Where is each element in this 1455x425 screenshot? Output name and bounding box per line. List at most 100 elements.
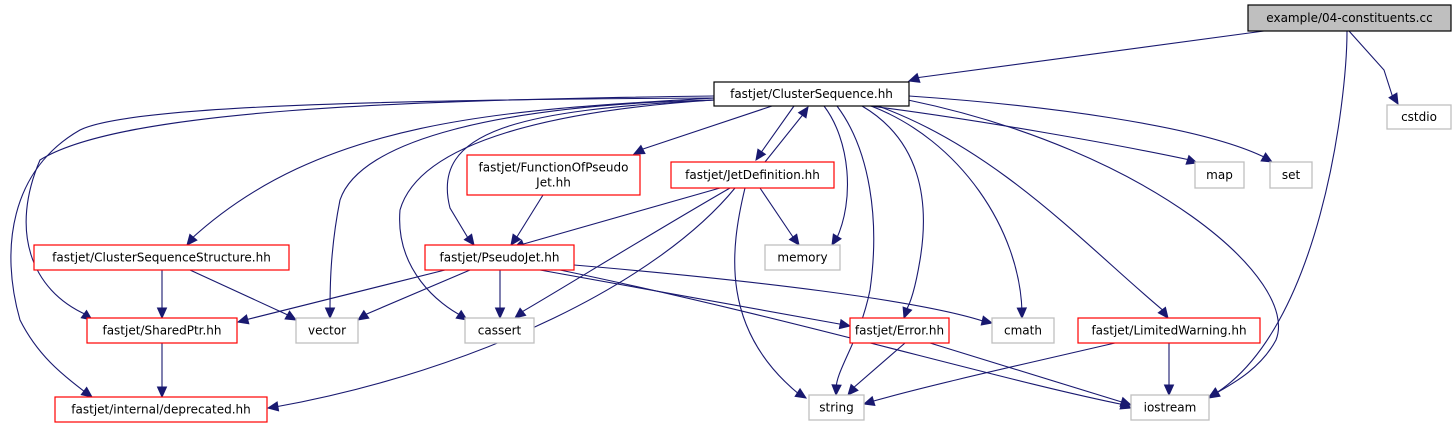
edge-cs-to-cassert bbox=[399, 99, 715, 321]
node-label: fastjet/internal/deprecated.hh bbox=[71, 403, 250, 417]
node-map: map bbox=[1194, 161, 1245, 189]
node-box bbox=[764, 244, 841, 271]
node-jd[interactable]: fastjet/JetDefinition.hh bbox=[670, 161, 835, 189]
edge-line bbox=[759, 187, 796, 241]
arrowhead-icon bbox=[788, 233, 800, 246]
arrowhead-icon bbox=[284, 310, 298, 321]
edge-lw-to-iostream bbox=[1163, 343, 1175, 397]
arrowhead-icon bbox=[324, 307, 336, 320]
node-set: set bbox=[1269, 161, 1313, 189]
edge-line bbox=[764, 111, 806, 163]
edge-css-to-sp bbox=[156, 270, 168, 320]
arrowhead-icon bbox=[186, 233, 198, 246]
edge-cs-to-lw bbox=[877, 105, 1169, 319]
arrowhead-icon bbox=[463, 233, 475, 246]
edge-line bbox=[519, 187, 721, 246]
node-box bbox=[1194, 161, 1245, 189]
edge-cs-to-map bbox=[869, 105, 1199, 165]
edge-root-to-cstdio bbox=[1348, 30, 1399, 106]
edge-cs-to-cmath bbox=[870, 105, 1028, 320]
edge-line bbox=[835, 105, 875, 390]
arrowhead-icon bbox=[1119, 396, 1133, 407]
node-iostream: iostream bbox=[1130, 394, 1210, 421]
node-vector: vector bbox=[295, 317, 359, 344]
edge-cs-to-memory bbox=[823, 105, 848, 247]
node-cassert: cassert bbox=[464, 317, 535, 344]
arrowhead-icon bbox=[156, 307, 168, 320]
arrowhead-icon bbox=[266, 401, 280, 412]
edge-cs-to-iostream bbox=[907, 99, 1279, 399]
node-lw[interactable]: fastjet/LimitedWarning.hh bbox=[1077, 317, 1261, 344]
edge-line bbox=[929, 342, 1126, 404]
edge-line bbox=[539, 269, 846, 326]
edge-line bbox=[25, 95, 715, 316]
edge-sp-to-dep bbox=[156, 343, 168, 399]
edge-cs-to-vector bbox=[324, 99, 715, 320]
node-box bbox=[1386, 104, 1452, 130]
edge-css-to-vector bbox=[189, 269, 298, 321]
edge-line bbox=[10, 97, 715, 393]
node-label: fastjet/ClusterSequenceStructure.hh bbox=[52, 251, 271, 265]
edge-line bbox=[907, 99, 1279, 396]
node-pj[interactable]: fastjet/PseudoJet.hh bbox=[424, 244, 575, 271]
edge-line bbox=[1348, 30, 1394, 99]
arrowhead-icon bbox=[156, 386, 168, 399]
edge-line bbox=[823, 105, 848, 241]
edge-line bbox=[734, 187, 801, 396]
edge-cs-to-css bbox=[186, 97, 715, 246]
edge-cs-to-err bbox=[861, 105, 924, 320]
edge-line bbox=[869, 105, 1191, 161]
node-label: vector bbox=[308, 324, 346, 338]
edge-line bbox=[399, 99, 715, 317]
node-box bbox=[424, 244, 575, 271]
node-cs[interactable]: fastjet/ClusterSequence.hh bbox=[713, 81, 910, 107]
arrowhead-icon bbox=[1157, 306, 1169, 319]
node-css[interactable]: fastjet/ClusterSequenceStructure.hh bbox=[33, 244, 290, 271]
node-label: fastjet/PseudoJet.hh bbox=[440, 251, 560, 265]
node-box bbox=[54, 396, 268, 423]
node-sp[interactable]: fastjet/SharedPtr.hh bbox=[86, 317, 238, 344]
edge-line bbox=[329, 99, 715, 313]
arrowhead-icon bbox=[514, 307, 527, 319]
node-box bbox=[713, 81, 910, 107]
node-label: map bbox=[1206, 168, 1233, 182]
edge-line bbox=[274, 187, 736, 408]
edge-pj-to-err bbox=[539, 269, 852, 330]
arrowhead-icon bbox=[831, 233, 842, 247]
node-box bbox=[295, 317, 359, 344]
nodes-layer: example/04-constituents.cc fastjet/Cluste… bbox=[33, 4, 1452, 423]
node-box bbox=[849, 317, 950, 344]
arrowhead-icon bbox=[455, 309, 469, 321]
node-label: cmath bbox=[1004, 324, 1042, 338]
node-label: example/04-constituents.cc bbox=[1266, 11, 1432, 25]
edge-cs-to-jd bbox=[755, 105, 795, 162]
edge-lw-to-string bbox=[862, 342, 1116, 406]
arrowhead-icon bbox=[80, 386, 93, 398]
node-string: string bbox=[808, 394, 865, 421]
edge-cs-to-sp bbox=[25, 95, 715, 321]
edge-cs-to-pj bbox=[446, 99, 715, 246]
arrowhead-icon bbox=[838, 318, 852, 330]
edge-line bbox=[559, 269, 1126, 406]
arrowhead-icon bbox=[794, 387, 808, 399]
arrowhead-icon bbox=[1388, 92, 1399, 106]
edge-pj-to-vector bbox=[356, 269, 471, 321]
node-box bbox=[33, 244, 290, 271]
node-box bbox=[670, 161, 835, 189]
arrowhead-icon bbox=[1163, 384, 1175, 397]
edge-cs-to-string bbox=[831, 105, 875, 397]
node-dep[interactable]: fastjet/internal/deprecated.hh bbox=[54, 396, 268, 423]
arrowhead-icon bbox=[862, 395, 876, 406]
node-root[interactable]: example/04-constituents.cc bbox=[1247, 4, 1452, 32]
edge-line bbox=[189, 97, 715, 241]
node-box bbox=[1247, 4, 1452, 32]
edge-cs-to-set bbox=[908, 95, 1274, 163]
node-err[interactable]: fastjet/Error.hh bbox=[849, 317, 950, 344]
node-label: fastjet/SharedPtr.hh bbox=[102, 324, 221, 338]
edge-line bbox=[514, 194, 544, 241]
arrowhead-icon bbox=[494, 307, 506, 320]
edge-line bbox=[851, 342, 906, 390]
arrowhead-icon bbox=[847, 383, 859, 396]
edge-line bbox=[869, 342, 1116, 403]
